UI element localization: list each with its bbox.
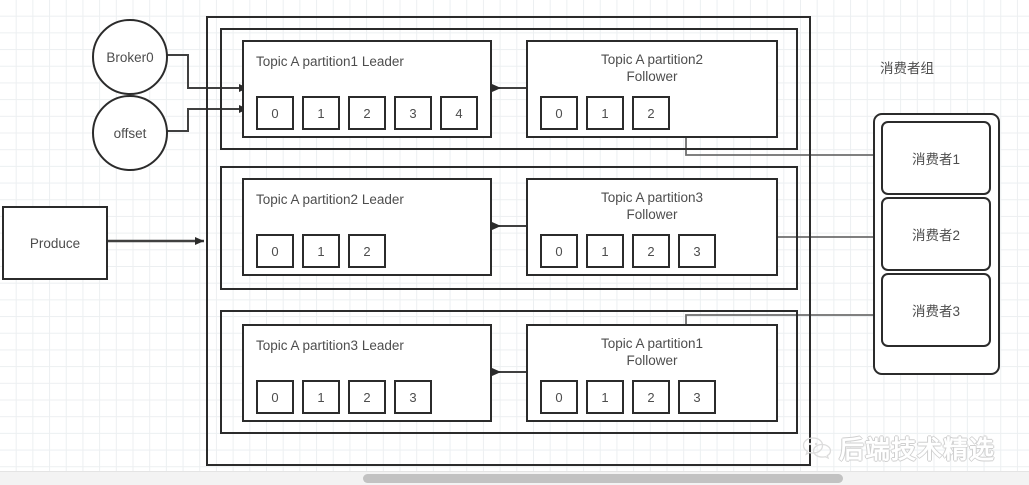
offset-cell[interactable]: 0 [256, 234, 294, 268]
follower-title-line1: Topic A partition1 [600, 336, 704, 351]
follower-title-line1: Topic A partition2 [600, 52, 704, 67]
offset-cell[interactable]: 3 [394, 380, 432, 414]
follower-title-line2: Follower [626, 207, 678, 222]
offset-cell[interactable]: 0 [256, 380, 294, 414]
leader-title-3: Topic A partition3 Leader [256, 338, 404, 353]
consumer-label: 消费者2 [911, 228, 960, 243]
consumer-1[interactable]: 消费者1 [881, 121, 991, 195]
offset-cell[interactable]: 1 [302, 234, 340, 268]
leader-box-2[interactable]: Topic A partition2 Leader 0 1 2 [242, 178, 492, 276]
follower-title-line2: Follower [626, 353, 678, 368]
partition-group-1 [220, 28, 798, 150]
offset-cell[interactable]: 3 [678, 380, 716, 414]
consumer-3[interactable]: 消费者3 [881, 273, 991, 347]
offset-cell[interactable]: 2 [632, 234, 670, 268]
broker-container [206, 16, 811, 466]
offset-cell[interactable]: 0 [540, 380, 578, 414]
leader-box-1[interactable]: Topic A partition1 Leader 0 1 2 3 4 [242, 40, 492, 138]
horizontal-scrollbar-track[interactable] [0, 471, 1029, 485]
offset-cell[interactable]: 1 [302, 380, 340, 414]
offset-cell[interactable]: 1 [302, 96, 340, 130]
offset-cell[interactable]: 2 [348, 380, 386, 414]
follower-title-line2: Follower [626, 69, 678, 84]
consumer-group-title: 消费者组 [880, 61, 934, 76]
produce-node[interactable]: Produce [2, 206, 108, 280]
follower-title-line1: Topic A partition3 [600, 190, 704, 205]
offset-cell[interactable]: 0 [540, 96, 578, 130]
offset-cell[interactable]: 1 [586, 96, 624, 130]
offset-cell[interactable]: 0 [256, 96, 294, 130]
wechat-icon [802, 437, 832, 460]
partition-group-3 [220, 310, 798, 434]
broker-node[interactable]: Broker0 [92, 19, 168, 95]
consumer-2[interactable]: 消费者2 [881, 197, 991, 271]
offset-cell[interactable]: 3 [678, 234, 716, 268]
leader-title-2: Topic A partition2 Leader [256, 192, 404, 207]
leader-box-3[interactable]: Topic A partition3 Leader 0 1 2 3 [242, 324, 492, 422]
consumer-label: 消费者3 [911, 304, 960, 319]
offset-cell[interactable]: 3 [394, 96, 432, 130]
offset-cell[interactable]: 2 [348, 96, 386, 130]
horizontal-scrollbar-thumb[interactable] [363, 474, 843, 483]
watermark: 后端技术精选 [802, 430, 995, 466]
offset-cell[interactable]: 2 [632, 380, 670, 414]
consumer-label: 消费者1 [911, 152, 960, 167]
leader-title-1: Topic A partition1 Leader [256, 54, 404, 69]
watermark-text: 后端技术精选 [839, 436, 996, 464]
partition-group-2 [220, 166, 798, 290]
offset-cell[interactable]: 4 [440, 96, 478, 130]
offset-cell[interactable]: 2 [348, 234, 386, 268]
offset-cell[interactable]: 0 [540, 234, 578, 268]
produce-label: Produce [29, 235, 81, 251]
offset-cell[interactable]: 2 [632, 96, 670, 130]
offset-label: offset [113, 125, 147, 141]
offset-node[interactable]: offset [92, 95, 168, 171]
offset-cell[interactable]: 1 [586, 234, 624, 268]
broker-label: Broker0 [106, 49, 154, 65]
offset-cell[interactable]: 1 [586, 380, 624, 414]
